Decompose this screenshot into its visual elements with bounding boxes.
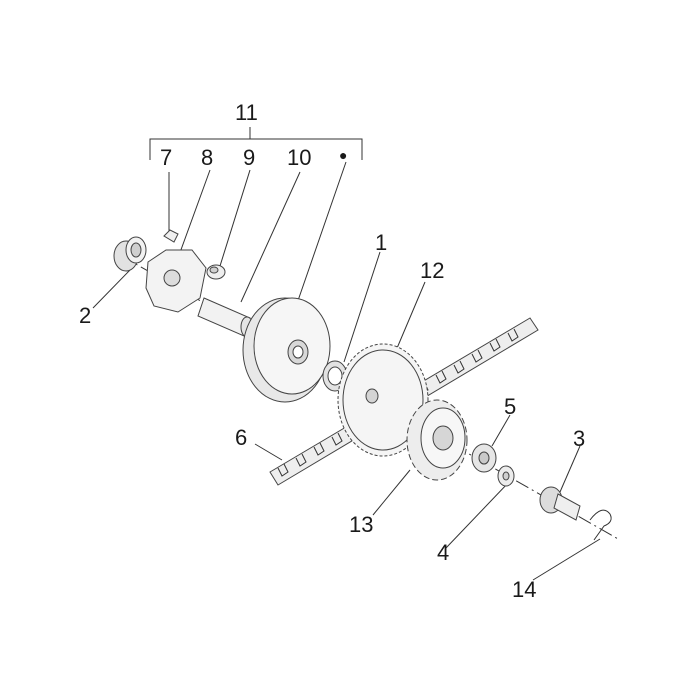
callout-4: 4 — [437, 540, 449, 565]
callout-3: 3 — [573, 426, 585, 451]
callout-11: 11 — [235, 100, 258, 125]
washer-part — [322, 360, 348, 392]
callout-12: 12 — [420, 258, 444, 283]
callout-9: 9 — [243, 145, 255, 170]
callout-8: 8 — [201, 145, 213, 170]
bush-part — [206, 264, 226, 280]
spring-clip-part — [589, 509, 612, 541]
pinion-gear-part — [539, 486, 581, 521]
callout-2: 2 — [79, 303, 91, 328]
callout-6: 6 — [235, 425, 247, 450]
callout-13: 13 — [349, 512, 373, 537]
callout-10: 10 — [287, 145, 311, 170]
ring-gear-part — [337, 343, 429, 457]
small-washer-part — [497, 465, 515, 487]
callout-1: 1 — [375, 230, 387, 255]
callout-labels: 11 7 8 9 10 ● 1 12 2 5 6 3 13 4 14 — [79, 100, 585, 602]
group-marker-dot: ● — [339, 147, 347, 163]
spacer-sleeve-part — [197, 297, 254, 338]
callout-14: 14 — [512, 577, 536, 602]
nut-part — [471, 443, 497, 473]
leader-lines — [92, 161, 621, 581]
fan-pulley-part — [406, 399, 468, 481]
slider-part — [163, 229, 179, 243]
group-bracket — [149, 127, 363, 160]
driving-half-pulley-part — [242, 297, 331, 403]
ramp-plate-part — [145, 249, 207, 313]
needle-bearing-part — [113, 236, 147, 272]
callout-7: 7 — [160, 145, 172, 170]
callout-5: 5 — [504, 394, 516, 419]
